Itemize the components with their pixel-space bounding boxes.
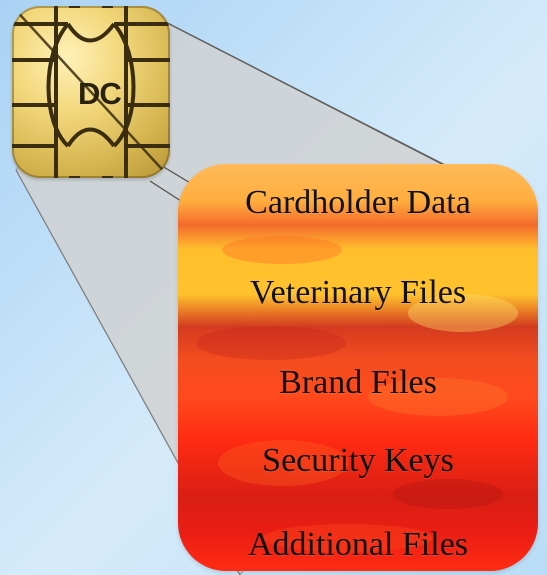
texture-blotch (196, 326, 346, 360)
chip-label: DC (78, 76, 122, 111)
file-band-additional-files: Additional Files (247, 526, 469, 563)
texture-blotch (222, 236, 342, 264)
file-band-brand-files: Brand Files (279, 364, 437, 401)
texture-blotch (408, 294, 518, 332)
file-band-security-keys: Security Keys (262, 442, 454, 479)
file-band-veterinary-files: Veterinary Files (249, 274, 467, 311)
texture-blotch (263, 524, 433, 552)
texture-blotch (218, 440, 348, 486)
file-band-cardholder-data: Cardholder Data (245, 184, 471, 221)
file-structure-block: Cardholder Data Veterinary Files Brand F… (178, 164, 538, 571)
chip-circuit-lines (12, 6, 170, 178)
smart-card-chip: DC (12, 6, 170, 178)
texture-blotch (368, 378, 508, 416)
texture-blotch (393, 479, 503, 509)
